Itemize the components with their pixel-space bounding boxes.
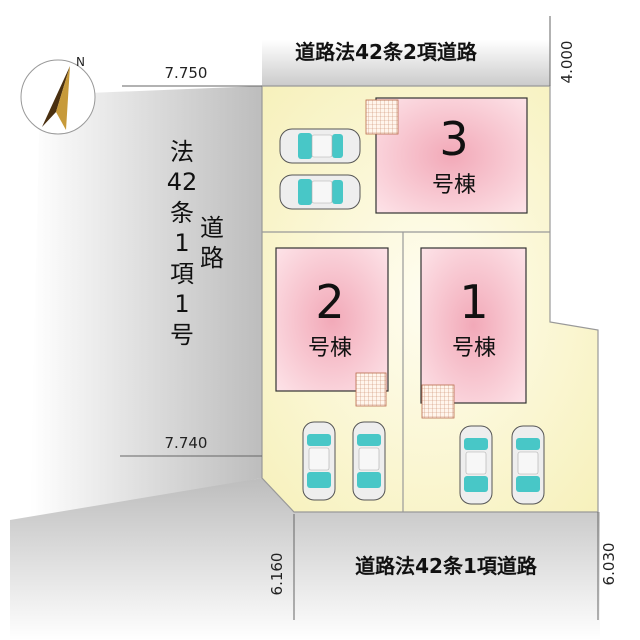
dimension-lines [120,16,599,620]
dimension-mid-left: 7.740 [165,434,208,452]
parked-car [279,128,361,164]
entrance-3 [365,99,399,135]
house-2-label: 号棟 [308,336,352,361]
entrance-2 [355,372,387,407]
compass-arrow-light [56,66,70,130]
house-2 [275,247,389,392]
left-road-label: 法 42 条 1 項 1 号 道 路 [167,138,224,349]
left-road-label-8: 道 [200,214,224,242]
house-1-label: 号棟 [452,336,496,361]
house-3 [375,97,528,214]
house-1-number: 1 [459,275,488,329]
left-road-label-4: 1 [174,229,189,257]
left-road-label-7: 号 [170,321,194,349]
left-road-label-9: 路 [200,244,224,272]
compass-arrow-dark [42,66,70,127]
left-road-label-5: 項 [170,260,194,288]
left-road-label-2: 42 [167,168,198,196]
dimension-bottom-left: 6.160 [268,553,286,596]
top-road [262,40,550,92]
left-road [30,86,262,520]
dimension-bottom-right: 6.030 [600,543,618,586]
parked-car [459,425,493,505]
left-road-label-1: 法 [170,138,194,166]
bottom-road-label: 道路法42条1項道路 [355,554,538,578]
parked-car [302,421,336,501]
entrance-1 [421,384,455,419]
parked-car [511,425,545,505]
house-3-number: 3 [439,112,468,166]
house-3-label: 号棟 [432,173,476,198]
parked-car [352,421,386,501]
compass: N [20,55,96,135]
house-2-number: 2 [315,275,344,329]
dimension-top-right: 4.000 [558,41,576,84]
top-road-label: 道路法42条2項道路 [295,40,478,64]
dimension-top-left: 7.750 [165,64,208,82]
left-road-label-3: 条 [170,199,194,227]
parked-car [279,174,361,210]
compass-north-label: N [76,55,85,69]
bottom-road [10,478,600,640]
left-road-label-6: 1 [174,290,189,318]
house-1 [420,247,527,404]
